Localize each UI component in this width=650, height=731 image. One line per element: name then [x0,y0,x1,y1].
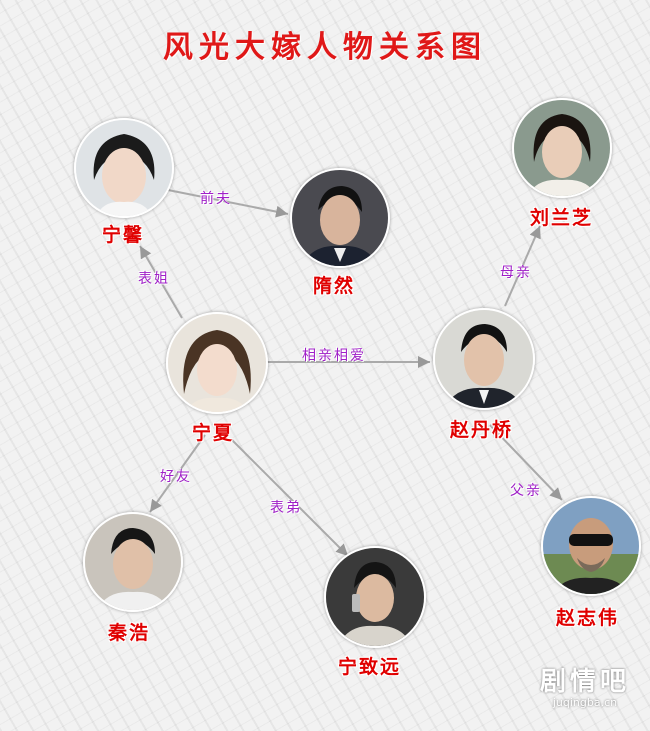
relation-label-ningxia-ningzhiyuan: 表弟 [270,497,302,517]
avatar-zhaozhiwei[interactable] [541,496,641,596]
name-qinhao: 秦浩 [108,618,150,645]
avatar-ningzhiyuan[interactable] [324,546,426,648]
relation-label-zhaodanqiao-zhaozhiwei: 父亲 [510,480,542,500]
name-ningxia: 宁夏 [192,418,234,445]
name-suiran: 隋然 [313,271,355,298]
name-zhaodanqiao: 赵丹桥 [450,415,513,442]
avatar-ningxin[interactable] [74,118,174,218]
name-ningxin: 宁馨 [102,220,144,247]
relation-label-ningxia-zhaodanqiao: 相亲相爱 [302,345,366,365]
name-liulanzhi: 刘兰芝 [530,203,593,230]
watermark-logo: 剧情吧 juqingba.cn [540,661,630,709]
name-ningzhiyuan: 宁致远 [338,652,401,679]
avatar-zhaodanqiao[interactable] [433,308,535,410]
name-zhaozhiwei: 赵志伟 [556,603,619,630]
relation-label-ningxia-ningxin: 表姐 [138,268,170,288]
relation-label-zhaodanqiao-liulanzhi: 母亲 [500,262,532,282]
avatar-ningxia[interactable] [166,312,268,414]
relation-label-ningxin-suiran: 前夫 [200,188,232,208]
avatar-suiran[interactable] [290,168,390,268]
watermark-text-en: juqingba.cn [540,696,630,709]
avatar-liulanzhi[interactable] [512,98,612,198]
watermark-text-cn: 剧情吧 [540,661,630,698]
avatar-qinhao[interactable] [83,512,183,612]
relation-label-ningxia-qinhao: 好友 [160,466,192,486]
